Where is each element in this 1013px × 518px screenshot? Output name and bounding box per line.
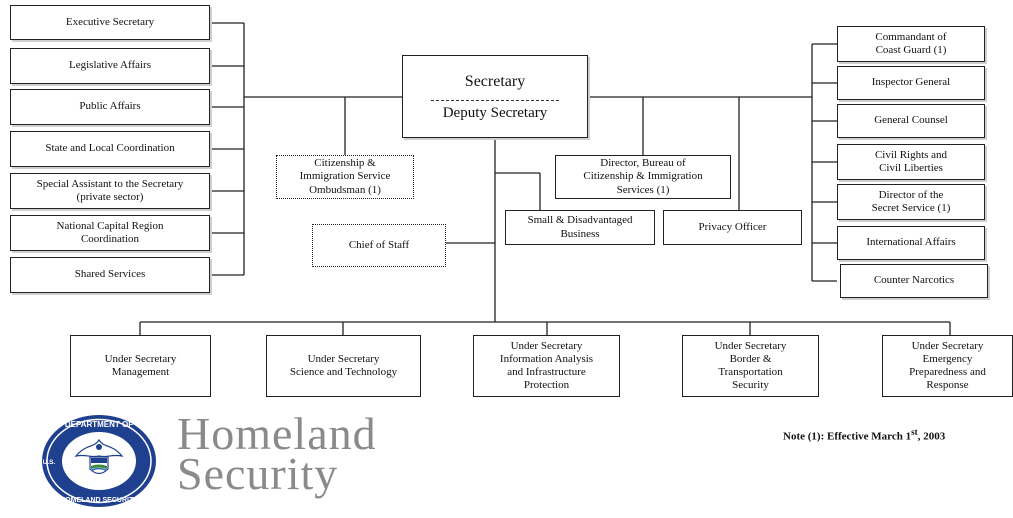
- secretary-divider: [431, 100, 559, 101]
- under-secretary-management-box: Under Secretary Management: [70, 335, 211, 397]
- secretary-box: Secretary Deputy Secretary: [402, 55, 588, 138]
- office-box: International Affairs: [837, 226, 985, 260]
- office-box: Executive Secretary: [10, 5, 210, 40]
- homeland-security-wordmark: Homeland Security: [177, 408, 377, 499]
- office-box: Civil Rights and Civil Liberties: [837, 144, 985, 180]
- under-secretary-science-box: Under Secretary Science and Technology: [266, 335, 421, 397]
- chief-of-staff-box: Chief of Staff: [312, 224, 446, 267]
- effective-date-note: Note (1): Effective March 1st, 2003: [783, 427, 945, 443]
- ombudsman-box: Citizenship & Immigration Service Ombuds…: [276, 155, 414, 199]
- office-box: Public Affairs: [10, 89, 210, 125]
- office-box: Shared Services: [10, 257, 210, 293]
- office-box: Special Assistant to the Secretary (priv…: [10, 173, 210, 209]
- small-business-box: Small & Disadvantaged Business: [505, 210, 655, 245]
- under-secretary-border-box: Under Secretary Border & Transportation …: [682, 335, 819, 397]
- under-secretary-emergency-box: Under Secretary Emergency Preparedness a…: [882, 335, 1013, 397]
- office-box: Counter Narcotics: [840, 264, 988, 298]
- office-box: Inspector General: [837, 66, 985, 100]
- under-secretary-information-box: Under Secretary Information Analysis and…: [473, 335, 620, 397]
- wordmark-line-1: Homeland: [177, 408, 377, 459]
- seal-text-top: DEPARTMENT OF: [65, 420, 133, 429]
- seal-text-bottom: HOMELAND SECURITY: [60, 497, 138, 504]
- office-box: General Counsel: [837, 104, 985, 138]
- wordmark-line-2: Security: [177, 448, 339, 499]
- note-superscript: st: [911, 427, 918, 437]
- office-box: Director of the Secret Service (1): [837, 184, 985, 220]
- office-box: State and Local Coordination: [10, 131, 210, 167]
- dhs-seal-logo: DEPARTMENT OF HOMELAND SECURITY U.S.: [42, 415, 156, 507]
- seal-text-side: U.S.: [43, 459, 56, 466]
- secretary-title: Secretary: [464, 73, 526, 90]
- deputy-secretary-title: Deputy Secretary: [442, 105, 548, 121]
- office-box: Legislative Affairs: [10, 48, 210, 84]
- office-box: National Capital Region Coordination: [10, 215, 210, 251]
- note-year: , 2003: [917, 430, 946, 443]
- note-text: Note (1): Effective March 1: [783, 430, 912, 443]
- office-box: Commandant of Coast Guard (1): [837, 26, 985, 62]
- privacy-officer-box: Privacy Officer: [663, 210, 802, 245]
- eagle-head-icon: [96, 444, 102, 450]
- director-cis-box: Director, Bureau of Citizenship & Immigr…: [555, 155, 731, 199]
